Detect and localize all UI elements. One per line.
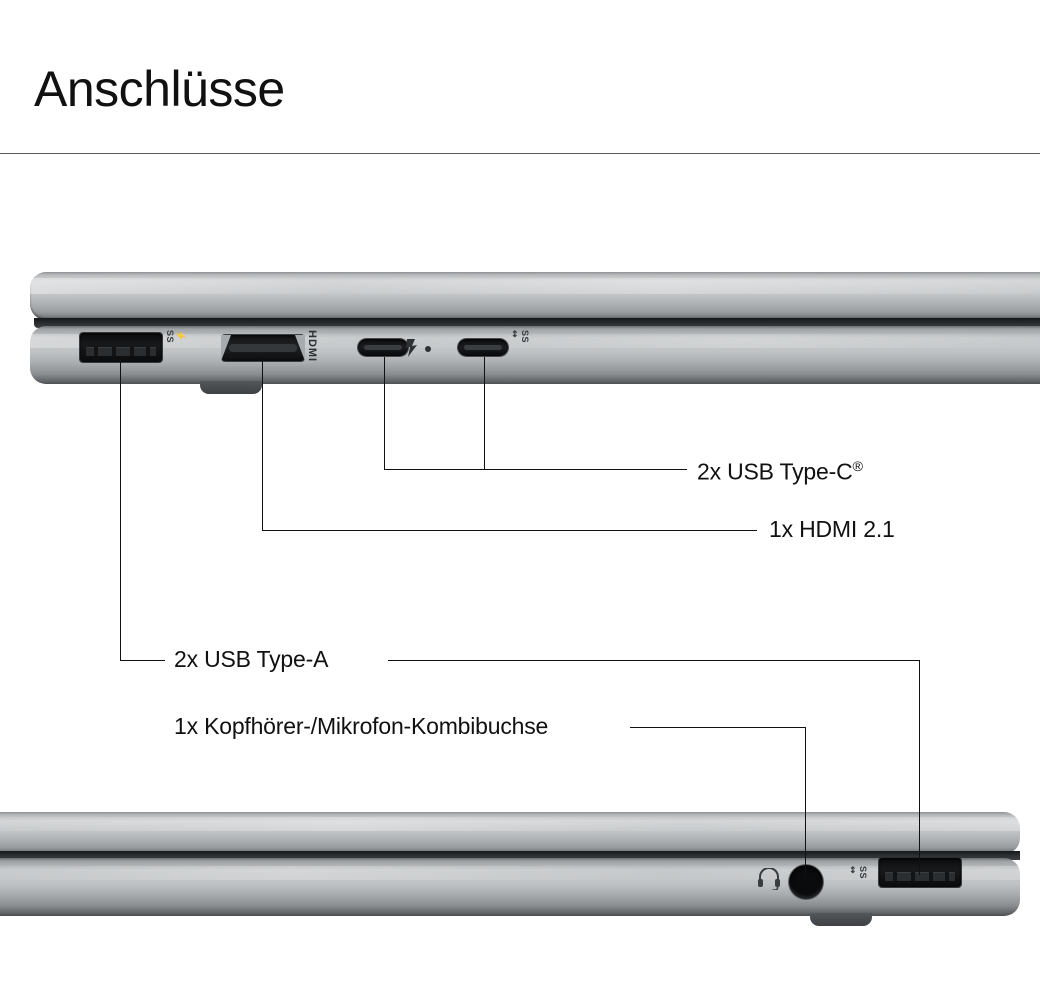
leader-usb-c-stem-2 [484, 357, 485, 470]
port-usb-c-2 [458, 339, 508, 356]
port-audio-combo-jack [789, 865, 823, 899]
laptop-top-lid [30, 272, 1040, 320]
usb-c-bar [364, 345, 402, 350]
hdmi-notch-right [295, 335, 305, 361]
headset-icon [758, 868, 780, 890]
leader-usb-c-stem-1 [384, 357, 385, 470]
leader-usb-a-run-right [388, 660, 920, 661]
callout-usb-a-text: 2x USB Type-A [174, 646, 329, 672]
usb-trident-icon: ↭ [848, 866, 858, 875]
port-usb-a-top [80, 333, 162, 362]
callout-hdmi-text: 1x HDMI 2.1 [769, 516, 895, 542]
callout-hdmi: 1x HDMI 2.1 [769, 515, 895, 543]
page-title: Anschlüsse [34, 61, 285, 117]
laptop-bottom-lid [0, 812, 1020, 854]
ss-text: SS [165, 330, 175, 344]
usb-a-tongue [86, 347, 156, 356]
leader-audio-stem [805, 727, 806, 879]
port-hdmi [221, 335, 305, 361]
ss-text: SS [858, 866, 868, 880]
usb-trident-icon: ↭ [510, 330, 520, 339]
laptop-bottom-foot [810, 913, 872, 926]
hdmi-slot [229, 344, 297, 352]
leader-usb-a-stem [120, 358, 121, 661]
leader-audio-run [630, 727, 806, 728]
leader-hdmi-stem [262, 358, 263, 531]
callout-usb-c-superscript: ® [852, 459, 863, 475]
leader-usb-a-run-left [120, 660, 165, 661]
callout-usb-c: 2x USB Type-C® [697, 453, 863, 486]
usb-superspeed-marking-bottom: SS ↭ [847, 866, 868, 879]
usb-a-tongue [885, 872, 955, 881]
port-usb-c-1 [358, 339, 408, 356]
usb-superspeed-marking-top-c: SS ↭ [509, 330, 530, 343]
laptop-top-foot [200, 381, 262, 394]
hdmi-marking: HDMI [306, 330, 318, 363]
ss-text: SS [520, 330, 530, 344]
usb-trident-icon: ⚡ [176, 330, 186, 342]
leader-usb-c-run [384, 469, 687, 470]
laptop-bottom-base [0, 858, 1020, 916]
laptop-bottom-hinge-gap [0, 851, 1020, 860]
callout-usb-a: 2x USB Type-A [174, 645, 328, 673]
port-usb-a-bottom [879, 858, 961, 887]
usb-c-bar [464, 345, 502, 350]
hdmi-notch-left [221, 335, 231, 361]
leader-usb-a-stem-bottom [919, 660, 920, 875]
usb-superspeed-marking-top-a: ⚡ SS [165, 330, 186, 343]
header-divider [0, 153, 1040, 154]
callout-audio-combo: 1x Kopfhörer-/Mikrofon-Kombibuchse [174, 712, 548, 740]
callout-usb-c-text: 2x USB Type-C [697, 458, 853, 485]
callout-audio-combo-text: 1x Kopfhörer-/Mikrofon-Kombibuchse [174, 713, 549, 739]
thunderbolt-icon [406, 339, 417, 357]
laptop-top-hinge-gap [34, 318, 1040, 328]
thunderbolt-dot-icon [425, 346, 431, 352]
leader-hdmi-run [262, 530, 757, 531]
